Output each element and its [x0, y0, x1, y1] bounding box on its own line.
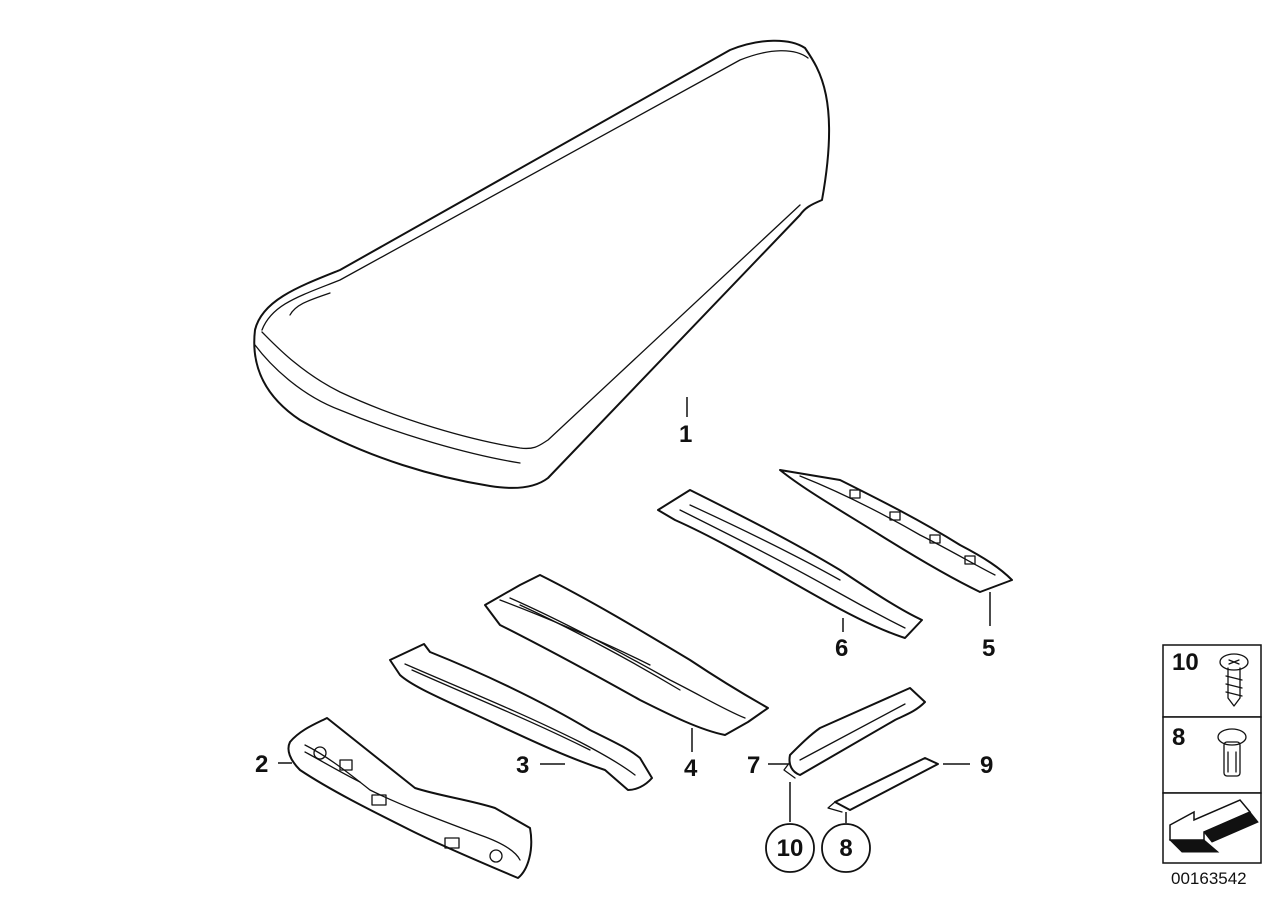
bracket-7[interactable]: [783, 687, 926, 779]
label-9: 9: [980, 752, 993, 779]
label-6: 6: [835, 635, 848, 662]
roof-bow-6[interactable]: [657, 489, 923, 639]
image-code: 00163542: [1171, 869, 1247, 888]
roof-panel[interactable]: [253, 39, 831, 489]
strap-9[interactable]: [827, 757, 939, 813]
label-2: 2: [255, 751, 268, 778]
label-3: 3: [516, 752, 529, 779]
arrow-icon: [1168, 799, 1259, 853]
label-5: 5: [982, 635, 995, 662]
label-1: 1: [679, 421, 692, 448]
legend-box-8[interactable]: [1162, 716, 1262, 794]
legend-label-10: 10: [1172, 649, 1199, 676]
front-reinforcement[interactable]: [779, 469, 1013, 593]
label-7: 7: [747, 752, 760, 779]
callout-label-10: 10: [777, 835, 804, 862]
callout-circle-8[interactable]: [821, 823, 871, 873]
legend-label-8: 8: [1172, 724, 1185, 751]
screw-icon: [1219, 653, 1249, 707]
clip-icon: [1217, 728, 1247, 777]
callout-circle-10[interactable]: [765, 823, 815, 873]
roof-bow-4[interactable]: [484, 574, 769, 736]
label-4: 4: [684, 755, 698, 782]
roof-bow-3[interactable]: [389, 643, 653, 791]
callout-label-8: 8: [839, 835, 852, 862]
rear-frame[interactable]: [287, 717, 533, 879]
